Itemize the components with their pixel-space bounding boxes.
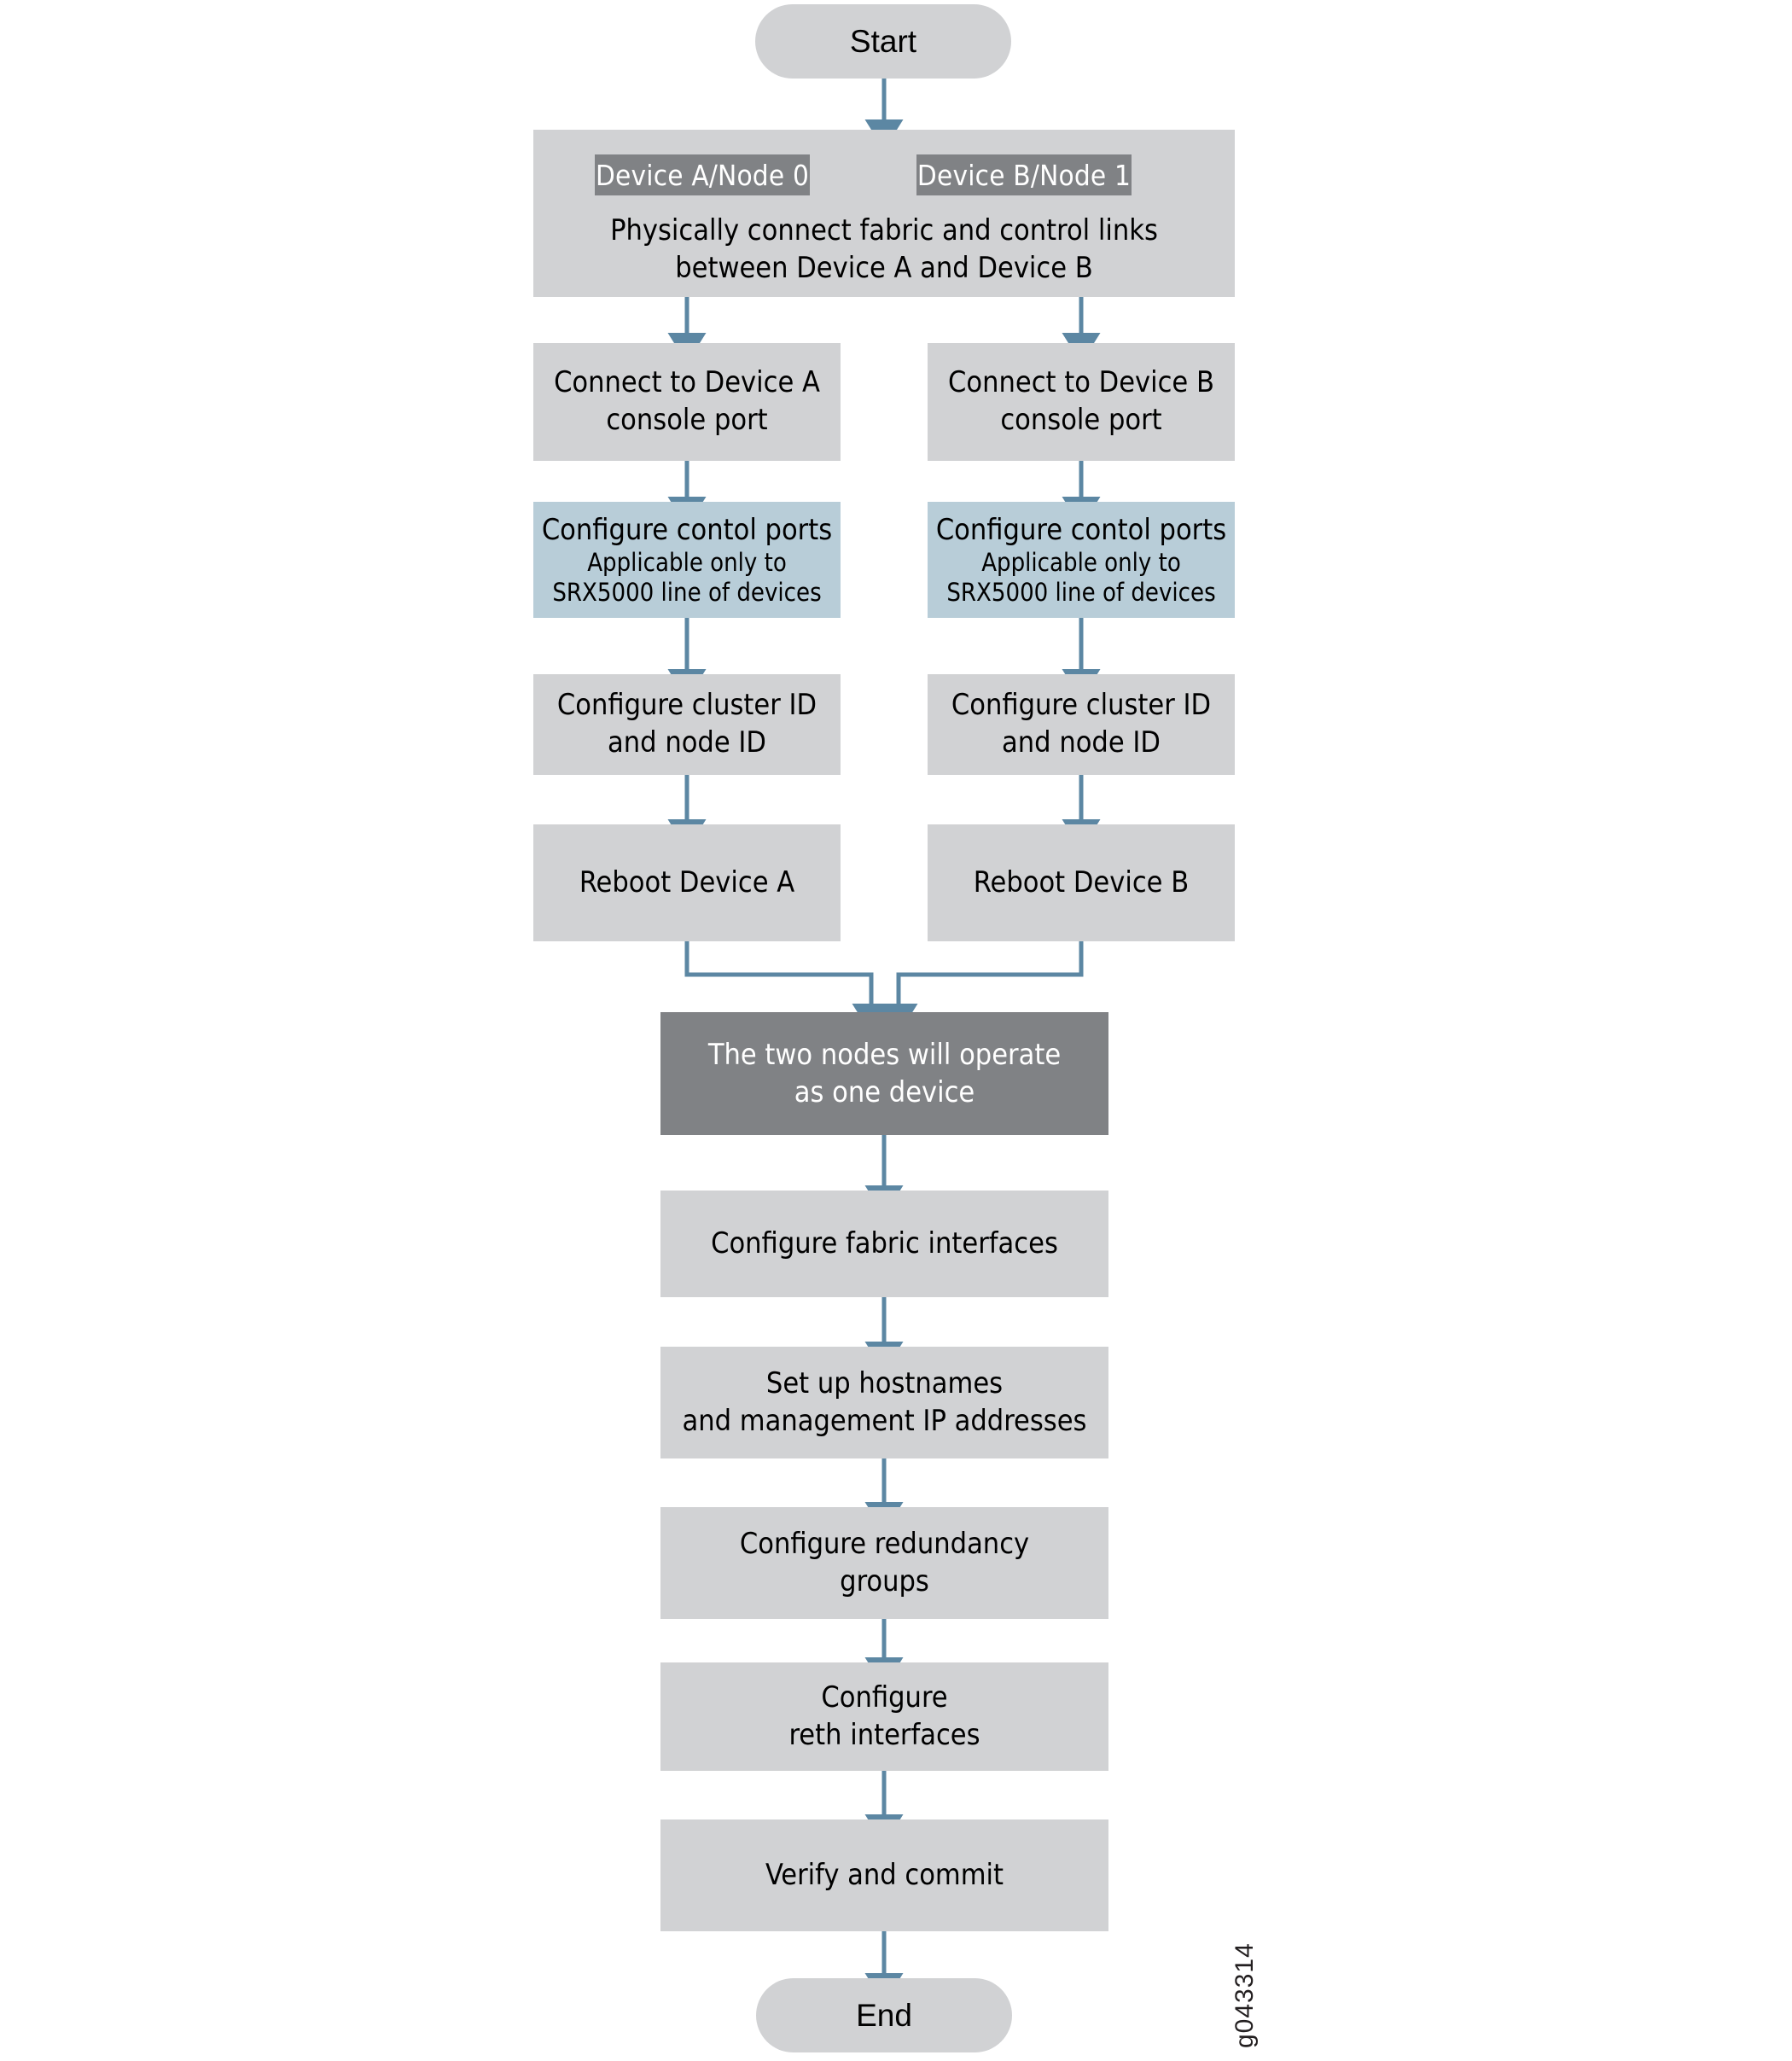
set-up-hostnames-box: Set up hostnames and management IP addre… <box>660 1347 1108 1458</box>
two-nodes-one-device-line-1: The two nodes will operate <box>707 1037 1062 1072</box>
configure-control-ports-b-sub-1: Applicable only to <box>981 548 1181 578</box>
edge-reboot-a-to-merge <box>684 941 891 1034</box>
connect-console-a-box: Connect to Device A console port <box>533 343 841 461</box>
two-nodes-one-device-box: The two nodes will operate as one device <box>660 1012 1108 1135</box>
end-terminator: End <box>756 1978 1012 2052</box>
group-caption-line-2: between Device A and Device B <box>675 251 1093 285</box>
group-caption: Physically connect fabric and control li… <box>546 210 1222 288</box>
verify-and-commit-label: Verify and commit <box>765 1857 1004 1892</box>
configure-reth-interfaces-line-2: reth interfaces <box>788 1717 980 1752</box>
connect-console-b-line-2: console port <box>1000 403 1162 437</box>
reboot-device-b-box: Reboot Device B <box>928 824 1235 941</box>
connect-console-b-line-1: Connect to Device B <box>948 365 1214 400</box>
figure-id-watermark: g043314 <box>1231 1942 1259 2048</box>
configure-reth-interfaces-box: Configure reth interfaces <box>660 1662 1108 1771</box>
edge-reboot-b-to-merge <box>879 941 1084 1034</box>
set-up-hostnames-line-1: Set up hostnames <box>765 1365 1004 1400</box>
start-terminator: Start <box>755 4 1011 79</box>
reboot-device-a-label: Reboot Device A <box>579 865 795 900</box>
device-b-node-1-text: Device B/Node 1 <box>916 158 1132 192</box>
verify-and-commit-box: Verify and commit <box>660 1819 1108 1931</box>
connect-console-a-line-2: console port <box>606 403 768 437</box>
configure-control-ports-a-box: Configure contol ports Applicable only t… <box>533 502 841 618</box>
two-nodes-one-device-line-2: as one device <box>794 1075 975 1109</box>
configure-cluster-node-id-b-box: Configure cluster ID and node ID <box>928 674 1235 775</box>
configure-fabric-interfaces-label: Configure fabric interfaces <box>711 1226 1058 1260</box>
configure-cluster-node-id-b-line-1: Configure cluster ID <box>951 688 1212 723</box>
configure-cluster-node-id-a-line-1: Configure cluster ID <box>556 688 817 723</box>
configure-control-ports-a-title: Configure contol ports <box>541 512 833 547</box>
configure-control-ports-a-sub-2: SRX5000 line of devices <box>552 578 822 608</box>
configure-redundancy-groups-line-2: groups <box>840 1563 929 1598</box>
configure-control-ports-b-title: Configure contol ports <box>935 512 1227 547</box>
set-up-hostnames-line-2: and management IP addresses <box>682 1403 1087 1438</box>
configure-redundancy-groups-line-1: Configure redundancy <box>739 1526 1030 1561</box>
device-b-node-1-label: Device B/Node 1 <box>916 154 1132 195</box>
reboot-device-a-box: Reboot Device A <box>533 824 841 941</box>
start-label: Start <box>849 23 917 59</box>
configure-reth-interfaces-line-1: Configure <box>821 1680 948 1715</box>
configure-control-ports-b-sub-2: SRX5000 line of devices <box>946 578 1216 608</box>
configure-control-ports-a-sub-1: Applicable only to <box>587 548 787 578</box>
connect-console-a-line-1: Connect to Device A <box>554 365 820 400</box>
device-a-node-0-text: Device A/Node 0 <box>595 158 810 192</box>
configure-cluster-node-id-a-line-2: and node ID <box>608 725 766 760</box>
configure-control-ports-b-box: Configure contol ports Applicable only t… <box>928 502 1235 618</box>
configure-redundancy-groups-box: Configure redundancy groups <box>660 1507 1108 1619</box>
end-label: End <box>856 1997 912 2033</box>
configure-cluster-node-id-a-box: Configure cluster ID and node ID <box>533 674 841 775</box>
device-a-node-0-label: Device A/Node 0 <box>595 154 810 195</box>
group-caption-line-1: Physically connect fabric and control li… <box>610 213 1158 247</box>
configure-fabric-interfaces-box: Configure fabric interfaces <box>660 1191 1108 1297</box>
connect-console-b-box: Connect to Device B console port <box>928 343 1235 461</box>
reboot-device-b-label: Reboot Device B <box>973 865 1190 900</box>
configure-cluster-node-id-b-line-2: and node ID <box>1002 725 1161 760</box>
